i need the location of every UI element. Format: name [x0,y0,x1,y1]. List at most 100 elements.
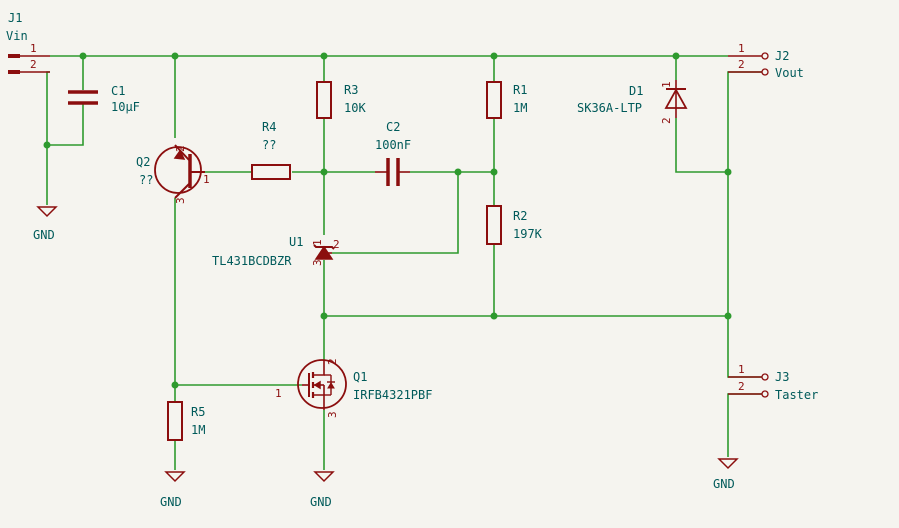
u1-cathode-bar [313,244,335,250]
j1-pin1-number: 1 [30,42,37,55]
wire-d1-bottom [675,118,728,173]
resistor-r2: R2 197K [486,205,543,245]
ground-j3: GND [713,458,739,491]
junction-dot [171,52,179,60]
d1-value: SK36A-LTP [577,101,642,115]
j1-pin2-number: 2 [30,58,37,71]
r3-value: 10K [344,101,366,115]
q2-ref: Q2 [136,155,150,169]
q2-pin1-number: 1 [203,173,210,186]
q2-pin2-number: 2 [174,145,187,152]
j2-label: Vout [775,66,804,80]
junction-dot [724,312,732,320]
ground-r5: GND [160,471,186,509]
j1-label: Vin [6,29,28,43]
junction-dot [320,168,328,176]
r2-ref: R2 [513,209,527,223]
wire-j3-gnd [727,393,762,457]
j2-ref: J2 [775,49,789,63]
wire-j1-gnd [46,71,50,205]
ground-icon [164,471,186,483]
q1-pin1-number: 1 [275,387,282,400]
ground-q1: GND [310,471,335,509]
r4-value: ?? [262,138,276,152]
resistor-r5: R5 1M [167,401,205,441]
q1-pin3-number: 3 [326,411,339,418]
j1-pin1-head [8,54,20,58]
j2-pin2-terminal [761,68,769,76]
ground-icon [313,471,335,483]
diode-d1: D1 SK36A-LTP 1 2 [577,80,688,124]
j3-ref: J3 [775,370,789,384]
wire-vout [727,71,762,378]
ground-j1: GND [33,206,58,242]
mosfet-q1: Q1 IRFB4321PBF 1 2 3 [275,358,432,418]
r1-value: 1M [513,101,527,115]
q2-pin3-number: 3 [174,197,187,204]
capacitor-c2: C2 100nF [375,120,411,186]
c1-value: 10µF [111,100,140,114]
j2-pin1-number: 1 [738,42,745,55]
q1-diode-triangle [327,382,335,389]
j3-pin2-number: 2 [738,380,745,393]
junctions [43,52,732,389]
junction-dot [43,141,51,149]
ground-icon [717,458,739,470]
j2-pin1-terminal [761,52,769,60]
junction-dot [171,381,179,389]
shunt-regulator-u1: U1 TL431BCDBZR 2 1 3 [212,235,340,268]
u1-pin3-number: 3 [311,259,324,266]
wire-u1-ref [332,172,459,254]
r2-body [486,205,502,245]
connector-j3: 1 2 J3 Taster [728,363,818,402]
d1-ref: D1 [629,84,643,98]
ground-label: GND [310,495,332,509]
r4-ref: R4 [262,120,276,134]
r2-value: 197K [513,227,543,241]
connector-j1: J1 Vin 1 2 [6,11,50,74]
r1-ref: R1 [513,83,527,97]
junction-dot [454,168,462,176]
q1-body [297,359,347,409]
u1-pin2-number: 2 [333,238,340,251]
wires [46,55,762,470]
ground-label: GND [713,477,735,491]
r3-ref: R3 [344,83,358,97]
r1-body [486,81,502,119]
r5-value: 1M [191,423,205,437]
q1-value: IRFB4321PBF [353,388,432,402]
transistor-q2: Q2 ?? 1 2 3 [136,144,210,204]
r3-body [316,81,332,119]
connector-j2: 1 2 J2 Vout [728,42,804,80]
r5-ref: R5 [191,405,205,419]
wire-c1-bottom [47,104,84,146]
u1-value: TL431BCDBZR [212,254,292,268]
resistor-r3: R3 10K [316,81,366,119]
q2-value: ?? [139,173,153,187]
junction-dot [490,312,498,320]
j1-ref: J1 [8,11,22,25]
u1-pin1-number: 1 [311,239,324,246]
d1-pin2-number: 2 [660,117,673,124]
j3-pin1-number: 1 [738,363,745,376]
ground-icon [36,206,58,218]
q1-ref: Q1 [353,370,367,384]
junction-dot [672,52,680,60]
q2-collector-lead [174,183,190,199]
j1-pin2-head [8,70,20,74]
d1-pin1-number: 1 [660,81,673,88]
resistor-r1: R1 1M [486,81,527,119]
j3-label: Taster [775,388,818,402]
q2-emitter-lead [174,144,190,161]
r5-body [167,401,183,441]
r4-body [251,164,291,180]
junction-dot [320,52,328,60]
junction-dot [724,168,732,176]
c2-ref: C2 [386,120,400,134]
capacitor-c1: C1 10µF [68,84,140,114]
junction-dot [490,52,498,60]
q2-emitter-arrow [173,149,186,160]
c2-value: 100nF [375,138,411,152]
ground-label: GND [160,495,182,509]
